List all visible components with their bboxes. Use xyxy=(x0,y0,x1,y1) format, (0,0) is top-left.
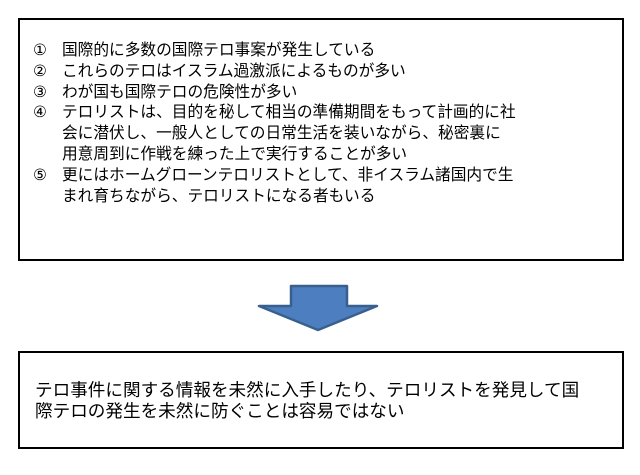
item-number: ④ xyxy=(33,104,48,122)
list-item-5: ⑤ 更にはホームグローンテロリストとして、非イスラム諸国内で生 まれ育ちながら、… xyxy=(33,166,614,208)
item-text: わが国も国際テロの危険性が多い xyxy=(62,83,614,104)
text-line: 会に潜伏し、一般人としての日常生活を装いながら、秘密裏に xyxy=(62,125,501,143)
text-line: まれ育ちながら、テロリストになる者もいる xyxy=(62,187,376,205)
item-text: テロリストは、目的を秘して相当の準備期間をもって計画的に社 会に潜伏し、一般人と… xyxy=(62,103,614,165)
text-line: 更にはホームグローンテロリストとして、非イスラム諸国内で生 xyxy=(62,166,514,184)
item-number: ② xyxy=(33,62,48,80)
text-line: これらのテロはイスラム過激派によるものが多い xyxy=(62,62,406,80)
text-line: わが国も国際テロの危険性が多い xyxy=(62,83,298,101)
text-line: テロ事件に関する情報を未然に入手したり、テロリストを発見して国 xyxy=(35,380,580,400)
down-arrow-outline xyxy=(257,284,379,332)
list-item-1: ① 国際的に多数の国際テロ事案が発生している xyxy=(33,41,614,62)
list-item-4: ④ テロリストは、目的を秘して相当の準備期間をもって計画的に社 会に潜伏し、一般… xyxy=(33,103,614,165)
item-number: ③ xyxy=(33,83,48,101)
item-text: これらのテロはイスラム過激派によるものが多い xyxy=(62,62,614,83)
text-line: 際テロの発生を未然に防ぐことは容易ではない xyxy=(35,401,405,422)
item-number: ⑤ xyxy=(33,166,48,184)
item-text: 更にはホームグローンテロリストとして、非イスラム諸国内で生 まれ育ちながら、テロ… xyxy=(62,166,614,208)
item-number: ① xyxy=(33,42,48,59)
text-line: テロリストは、目的を秘して相当の準備期間をもって計画的に社 xyxy=(62,104,516,122)
list-item-3: ③ わが国も国際テロの危険性が多い xyxy=(33,83,614,104)
list-item-2: ② これらのテロはイスラム過激派によるものが多い xyxy=(33,62,614,83)
down-arrow-shape xyxy=(259,286,377,330)
item-text: 国際的に多数の国際テロ事案が発生している xyxy=(62,41,614,62)
premise-box: ① 国際的に多数の国際テロ事案が発生している ② これらのテロはイスラム過激派に… xyxy=(18,18,624,261)
conclusion-box: テロ事件に関する情報を未然に入手したり、テロリストを発見して国 際テロの発生を未… xyxy=(18,351,624,449)
down-arrow-icon xyxy=(257,284,379,332)
text-line: 用意周到に作戦を練った上で実行することが多い xyxy=(62,145,408,163)
text-line: 国際的に多数の国際テロ事案が発生している xyxy=(62,42,376,59)
